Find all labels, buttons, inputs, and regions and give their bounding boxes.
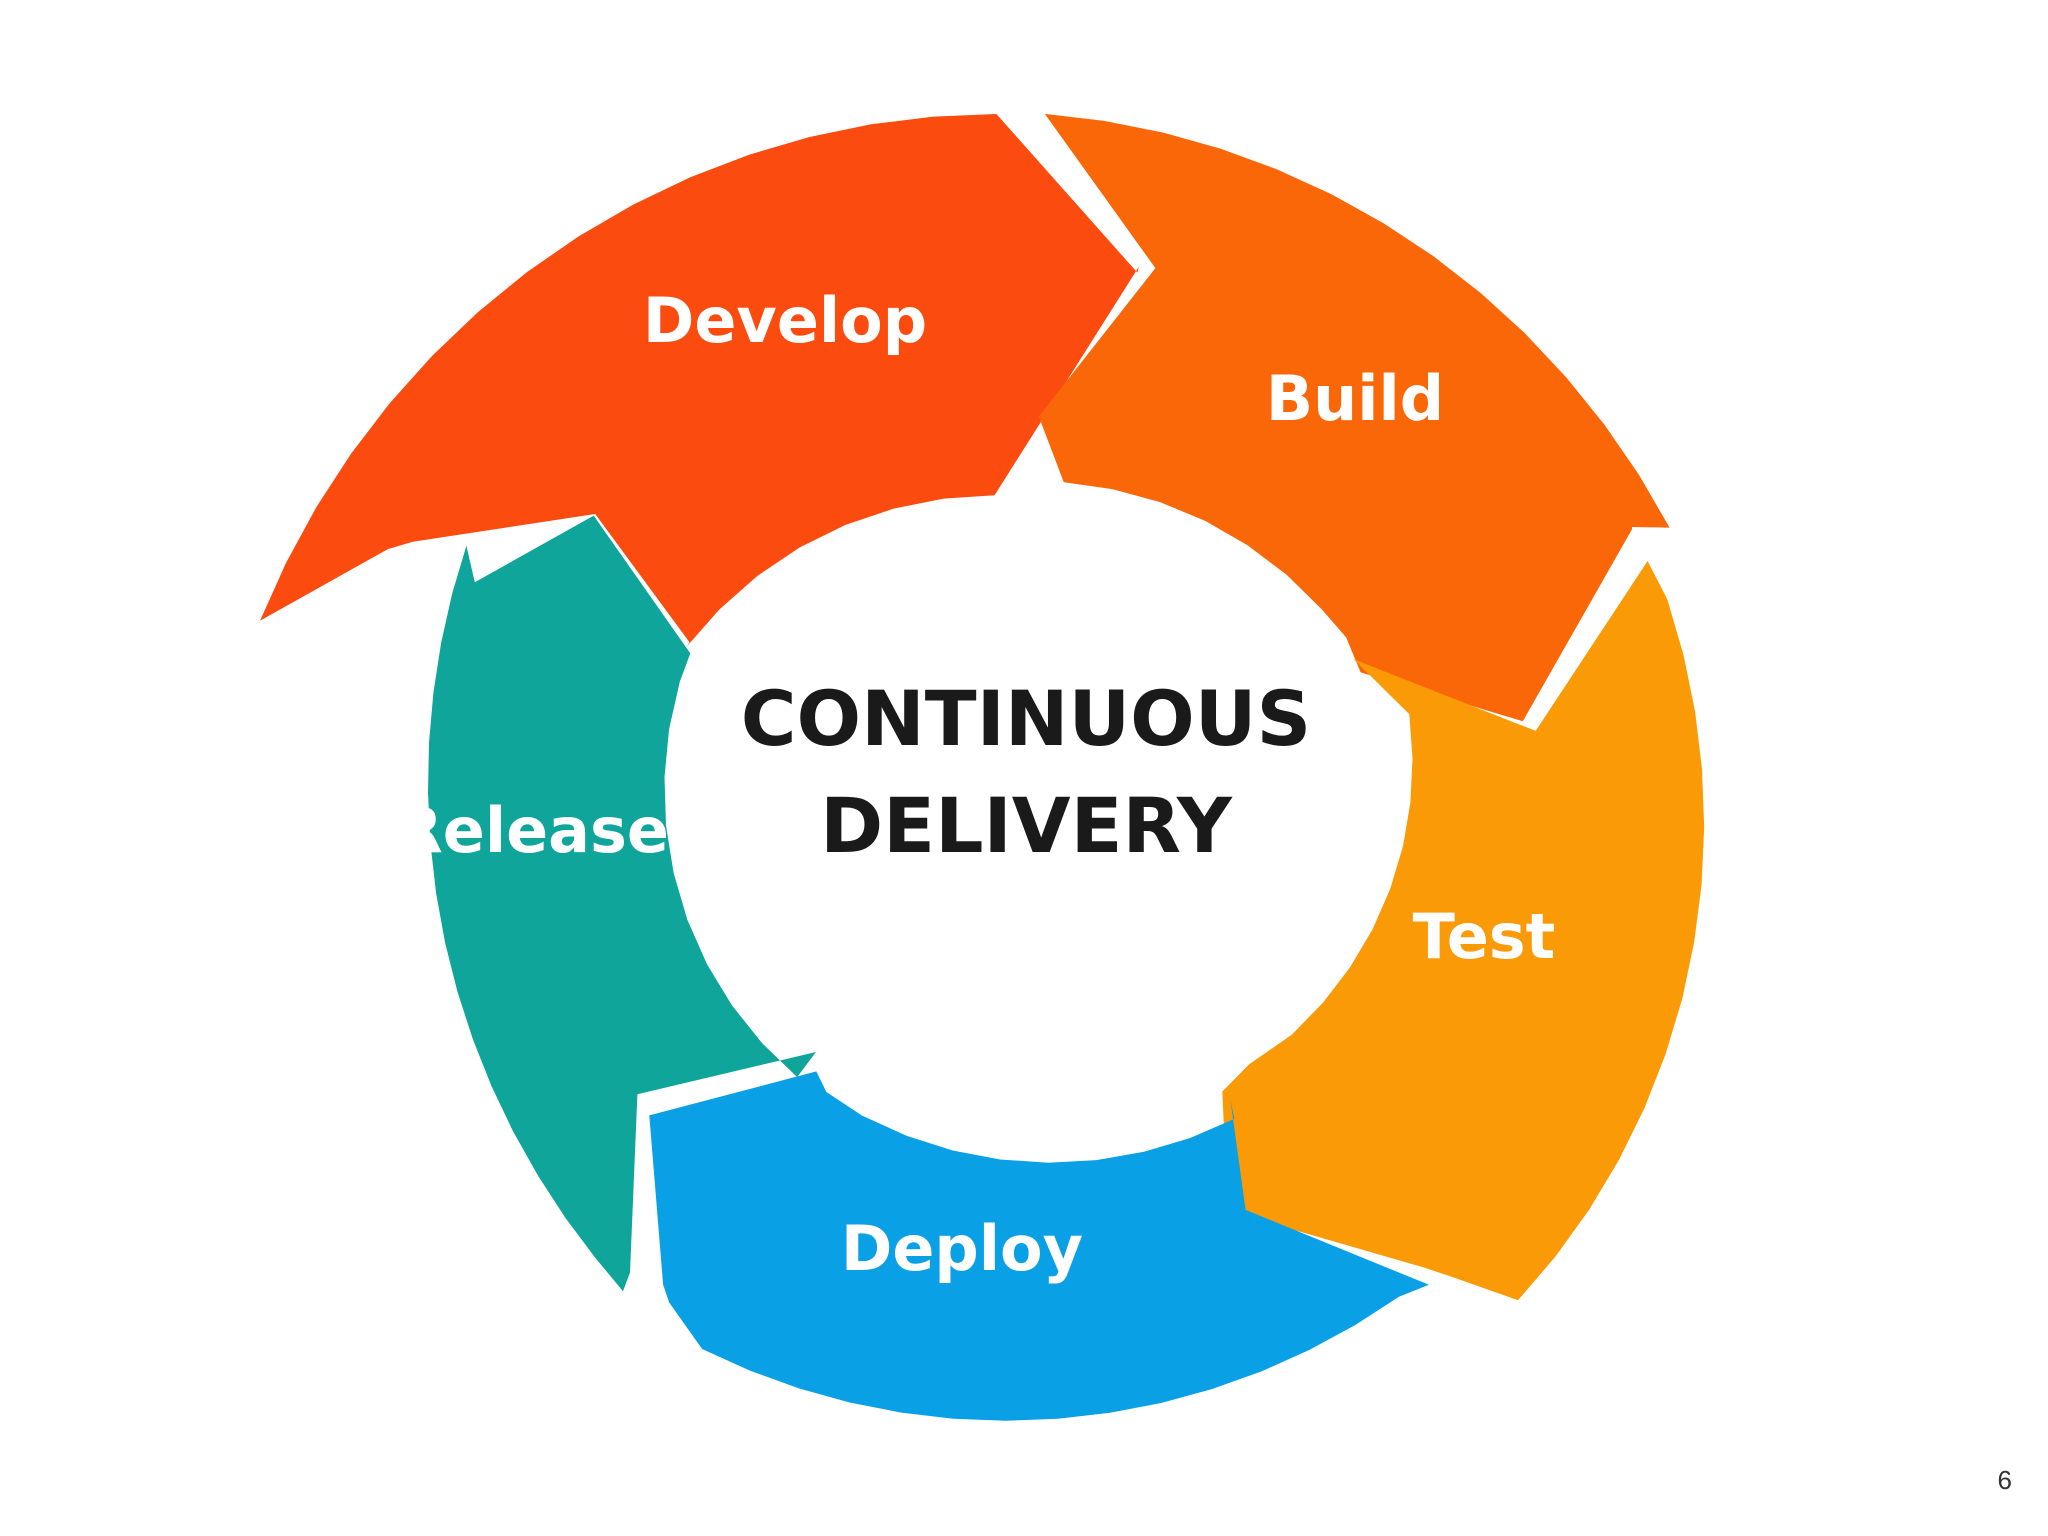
segment-label-test: Test [1413, 900, 1556, 973]
segment-test [1222, 561, 1705, 1301]
segment-label-develop: Develop [643, 284, 927, 357]
page-number: 6 [1997, 1465, 2012, 1495]
center-title-line-2: DELIVERY [820, 781, 1233, 870]
segment-build [1038, 113, 1670, 722]
segment-label-release: Release [395, 794, 669, 867]
segment-label-deploy: Deploy [841, 1212, 1083, 1285]
segment-release [428, 515, 816, 1292]
segment-develop [260, 114, 1139, 676]
center-title-line-1: CONTINUOUS [741, 674, 1311, 763]
segment-label-build: Build [1266, 362, 1444, 435]
segment-deploy [649, 1071, 1429, 1421]
